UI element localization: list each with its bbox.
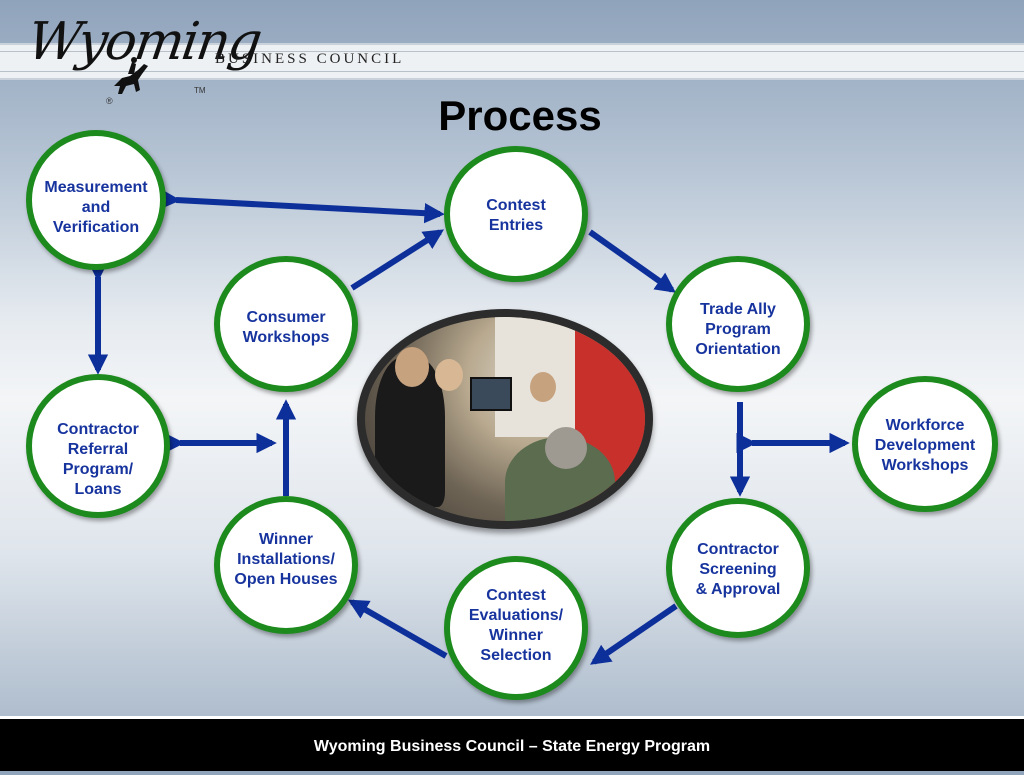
wyoming-logo: Wyoming ® TM [22, 8, 264, 108]
workshop-photo [357, 309, 653, 529]
node-contractor-screening: Contractor Screening & Approval [666, 498, 810, 638]
node-contest-entries: Contest Entries [444, 146, 588, 282]
photo-scene [365, 317, 645, 521]
bucking-horse-icon [114, 57, 148, 94]
node-workforce-development: Workforce Development Workshops [852, 376, 998, 512]
header-band [0, 43, 1024, 80]
laptop-icon [470, 377, 512, 411]
page-title: Process [438, 92, 602, 139]
node-trade-ally-orientation: Trade Ally Program Orientation [666, 256, 810, 392]
node-winner-installations: Winner Installations/ Open Houses [214, 496, 358, 634]
arrow-entries-tradeally [588, 229, 676, 293]
trademark: TM [194, 86, 206, 95]
node-consumer-workshops: Consumer Workshops [214, 256, 358, 392]
node-contractor-referral: Contractor Referral Program/ Loans [26, 374, 170, 518]
footer: Wyoming Business Council – State Energy … [0, 716, 1024, 771]
logo-subtitle: BUSINESS COUNCIL [215, 51, 405, 67]
registered-mark: ® [106, 96, 113, 106]
arrow-screening-evaluations [590, 603, 678, 665]
arrow-evaluations-winner [347, 599, 448, 659]
arrow-measurement-entries [159, 188, 445, 224]
arrow-consumer-entries [350, 229, 445, 291]
node-contest-evaluations: Contest Evaluations/ Winner Selection [444, 556, 588, 700]
node-measurement-verification: Measurement and Verification [26, 130, 166, 270]
